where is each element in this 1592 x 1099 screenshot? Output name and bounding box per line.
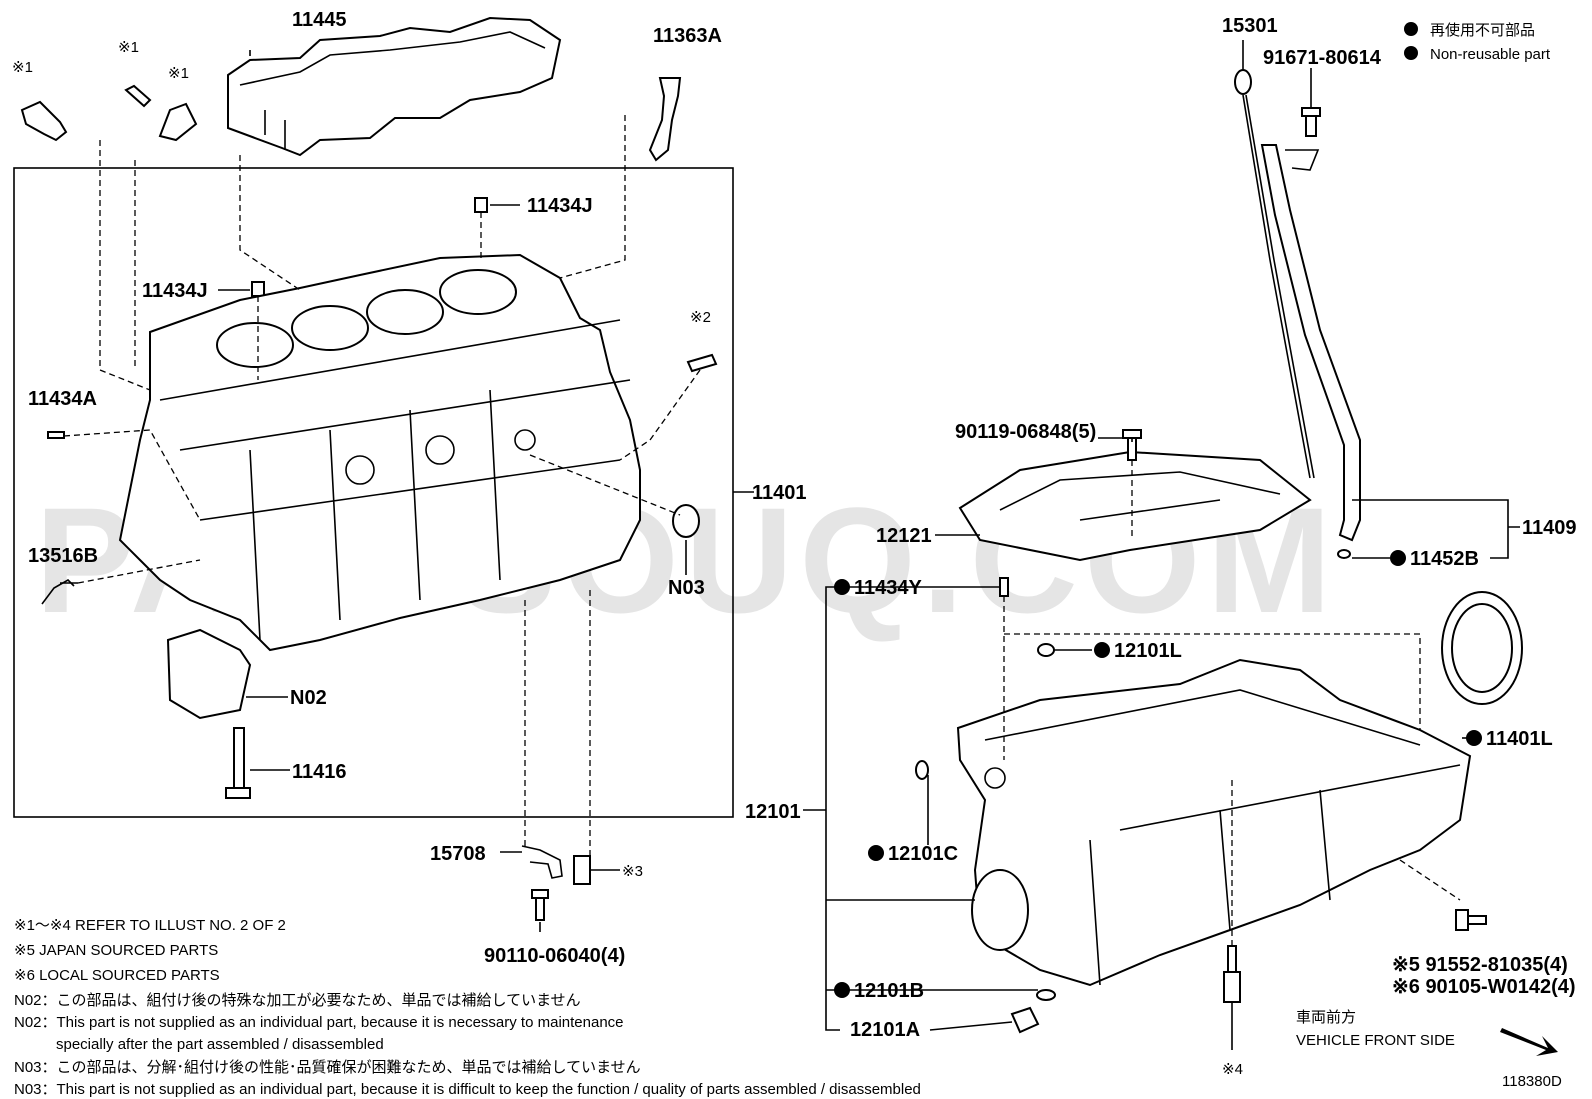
dowel-ref2 xyxy=(686,353,718,373)
label-ref1c: ※1 xyxy=(168,65,189,82)
footnotes: ※1～※4 REFER TO ILLUST NO. 2 OF 2 ※5 JAPA… xyxy=(14,917,921,1098)
non-reusable-dot-icon xyxy=(1466,730,1482,746)
pin-11434J-left xyxy=(251,281,265,297)
label-11434A: 11434A xyxy=(28,388,97,410)
label-91671: 91671-80614 xyxy=(1263,47,1382,69)
label-ref4: ※4 xyxy=(1222,1061,1243,1078)
label-ref3: ※3 xyxy=(622,863,643,880)
label-12101A: 12101A xyxy=(850,1019,920,1041)
legend-en: Non-reusable part xyxy=(1430,46,1551,63)
footnote-6: specially after the part assembled / dis… xyxy=(56,1036,384,1053)
label-N02: N02 xyxy=(290,687,327,709)
pin-11434A xyxy=(47,431,65,439)
legend-dot-icon xyxy=(1404,46,1418,60)
label-11452B: 11452B xyxy=(1410,548,1479,570)
dipstick-15301 xyxy=(1234,69,1315,479)
front-arrow-icon xyxy=(1500,1028,1558,1056)
footnote-2: ※5 JAPAN SOURCED PARTS xyxy=(14,942,218,959)
oil-jet-15708 xyxy=(521,845,563,879)
legend-dot-icon xyxy=(1404,22,1418,36)
bearing-cap-N02 xyxy=(166,628,252,720)
label-11401: 11401 xyxy=(752,482,807,504)
part-ref3 xyxy=(573,855,591,885)
label-N03: N03 xyxy=(668,577,705,599)
label-11434Y: 11434Y xyxy=(854,577,923,599)
non-reusable-dot-icon xyxy=(868,845,884,861)
label-15301: 15301 xyxy=(1222,15,1278,37)
bracket-11363A xyxy=(648,77,682,162)
bolt-90110 xyxy=(531,889,549,921)
label-90110: 90110-06040(4) xyxy=(484,945,625,967)
label-ref1b: ※1 xyxy=(118,39,139,56)
label-15708: 15708 xyxy=(430,843,486,865)
oring-11452B xyxy=(1337,549,1351,559)
legend-jp: 再使用不可部品 xyxy=(1430,22,1535,39)
non-reusable-dot-icon xyxy=(1390,550,1406,566)
label-12121: 12121 xyxy=(876,525,932,547)
label-11445: 11445 xyxy=(292,9,347,31)
label-11434J-left: 11434J xyxy=(142,280,208,302)
label-front-en: VEHICLE FRONT SIDE xyxy=(1296,1032,1455,1049)
oil-seal-11401L xyxy=(1441,591,1523,705)
oil-pan-12101 xyxy=(956,658,1472,987)
label-ref2: ※2 xyxy=(690,309,711,326)
plug-12101A xyxy=(1010,1006,1040,1034)
oring-12101C xyxy=(915,760,929,780)
label-11401L: 11401L xyxy=(1486,728,1553,750)
footnote-4: N02：この部品は、組付け後の特殊な加工が必要なため、単品では補給していません xyxy=(14,992,581,1009)
bolt-11416 xyxy=(225,727,251,799)
label-12101B: 12101B xyxy=(854,980,924,1002)
bolt-ref4 xyxy=(1223,945,1241,1003)
label-11363A: 11363A xyxy=(653,25,722,47)
legend: 再使用不可部品 Non-reusable part xyxy=(1404,22,1551,63)
part-labels: 11445 11363A 15301 91671-80614 11434J 11… xyxy=(12,9,1577,1090)
bolt-91552-90105 xyxy=(1455,909,1487,931)
plug-N03 xyxy=(672,504,700,538)
label-11434J-top: 11434J xyxy=(527,195,593,217)
non-reusable-dot-icon xyxy=(1094,642,1110,658)
footnote-8: N03：This part is not supplied as an indi… xyxy=(14,1081,921,1098)
label-ref1a: ※1 xyxy=(12,59,33,76)
leader-lines xyxy=(60,40,1520,1050)
footnote-5: N02：This part is not supplied as an indi… xyxy=(14,1014,624,1031)
label-front-jp: 車両前方 xyxy=(1296,1009,1356,1026)
label-90119: 90119-06848(5) xyxy=(955,421,1096,443)
baffle-plate-12121 xyxy=(958,450,1312,562)
footnote-7: N03：この部品は、分解･組付け後の性能･品質確保が困難なため、単品では補給して… xyxy=(14,1058,641,1076)
head-gasket-11445 xyxy=(227,16,562,157)
washer-12101L xyxy=(1037,643,1055,657)
pin-11434J-top xyxy=(474,197,488,213)
diagram-code: 118380D xyxy=(1502,1073,1562,1090)
footnote-1: ※1～※4 REFER TO ILLUST NO. 2 OF 2 xyxy=(14,917,286,934)
dipstick-guide-11409 xyxy=(1260,144,1361,542)
label-11409: 11409 xyxy=(1522,517,1577,539)
label-11416: 11416 xyxy=(292,761,347,783)
pin-11434Y xyxy=(999,577,1009,597)
label-90105: ※6 90105-W0142(4) xyxy=(1392,976,1576,998)
engine-block-11401 xyxy=(118,253,641,652)
non-reusable-dot-icon xyxy=(834,579,850,595)
label-12101: 12101 xyxy=(745,801,801,823)
label-91552: ※5 91552-81035(4) xyxy=(1392,954,1568,976)
label-12101L: 12101L xyxy=(1114,640,1182,662)
label-12101C: 12101C xyxy=(888,843,958,865)
bolt-91671 xyxy=(1301,107,1321,137)
non-reusable-dot-icon xyxy=(834,982,850,998)
gasket-12101B xyxy=(1036,989,1056,1001)
label-13516B: 13516B xyxy=(28,545,98,567)
sensor-ref1 xyxy=(20,84,198,142)
footnote-3: ※6 LOCAL SOURCED PARTS xyxy=(14,967,220,984)
